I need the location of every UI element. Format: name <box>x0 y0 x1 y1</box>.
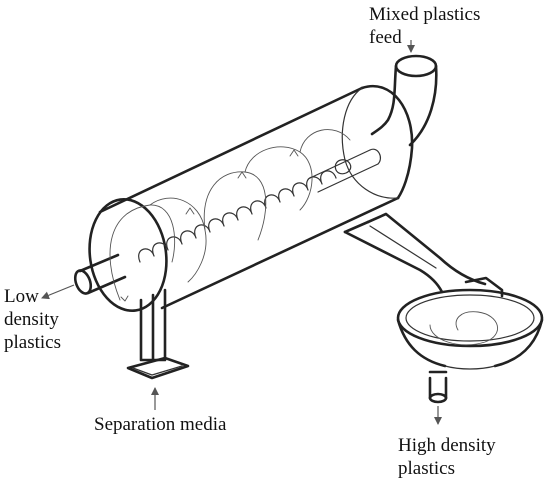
screw-conveyor <box>138 148 382 263</box>
low-density-label-line-1: Low <box>4 286 39 307</box>
high-density-label-line-2: plastics <box>398 458 455 479</box>
high-density-label: High density plastics <box>398 434 496 480</box>
feed-label-line-2: feed <box>369 27 402 48</box>
low-density-label-line-3: plastics <box>4 332 61 353</box>
feed-inlet-pipe <box>370 54 438 147</box>
rotating-drum <box>88 84 414 313</box>
label-arrows <box>41 40 442 425</box>
discharge-chute <box>343 212 487 294</box>
feed-label-line-1: Mixed plastics <box>369 4 481 25</box>
support-stand <box>126 288 190 380</box>
feed-label: Mixed plastics feed <box>369 3 480 49</box>
low-density-label: Low density plastics <box>4 285 61 354</box>
low-density-label-line-2: density <box>4 309 59 330</box>
collection-bowl <box>396 276 544 404</box>
flow-arcs <box>109 129 351 302</box>
separation-media-label: Separation media <box>94 414 227 435</box>
low-density-outlet-pipe <box>73 253 127 295</box>
high-density-label-line-1: High density <box>398 435 496 456</box>
